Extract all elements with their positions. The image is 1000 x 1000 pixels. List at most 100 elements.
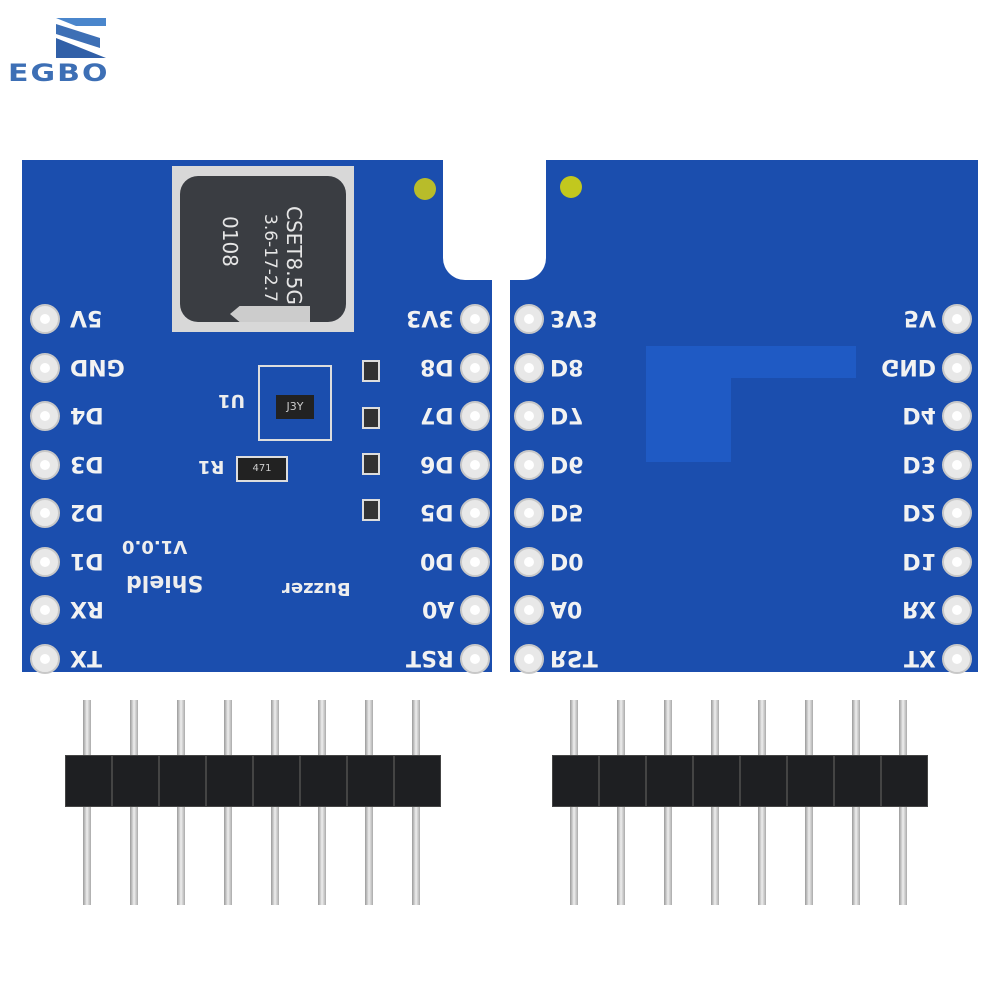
- header-pin-hole: [460, 304, 490, 334]
- pin-label: 5V: [70, 305, 103, 330]
- buzzer-label: Buzzer: [282, 578, 351, 599]
- header-housing: [206, 755, 253, 807]
- header-pin-hole: [30, 401, 60, 431]
- header-pin-hole: [514, 595, 544, 625]
- header-pin-hole: [460, 352, 490, 383]
- header-pin-hole: [514, 643, 544, 674]
- header-pin-hole: [942, 498, 972, 528]
- pin-label: D6: [420, 450, 454, 476]
- header-pin-hole: [514, 401, 544, 431]
- header-pin-hole: [514, 352, 544, 383]
- pin-label: RX: [902, 596, 936, 621]
- logo-mark-icon: [56, 18, 106, 58]
- pin-label: D1: [902, 547, 936, 573]
- pin-label: D2: [902, 499, 936, 524]
- pin-label: A0: [550, 596, 583, 621]
- header-housing: [65, 755, 112, 807]
- pin-label: D3: [70, 450, 104, 476]
- header-pin-hole: [942, 304, 972, 334]
- header-housing: [787, 755, 834, 807]
- pin-label: RST: [550, 644, 598, 670]
- mounting-hole: [414, 178, 436, 200]
- pin-label: 5V: [903, 305, 936, 330]
- u1-label: U1: [218, 390, 246, 411]
- header-pin-hole: [30, 304, 60, 334]
- header-housing: [646, 755, 693, 807]
- pin-label: 3V3: [550, 305, 598, 330]
- board-notch: [443, 160, 497, 280]
- header-pin-hole: [514, 304, 544, 334]
- header-pin-hole: [460, 595, 490, 625]
- buzzer-component: CSET8.5G 3.6-17-2.7 0108: [172, 166, 354, 332]
- pin-label: D3: [902, 450, 936, 476]
- u1-outline: J3Y: [258, 365, 332, 441]
- header-pin-hole: [514, 449, 544, 480]
- header-housing: [740, 755, 787, 807]
- pin-label: GND: [70, 353, 125, 379]
- header-pin-hole: [942, 546, 972, 577]
- solder-jumper: [362, 453, 380, 475]
- header-pin-hole: [942, 401, 972, 431]
- header-housing: [552, 755, 599, 807]
- header-housing: [112, 755, 159, 807]
- header-housing: [300, 755, 347, 807]
- solder-jumper: [362, 499, 380, 521]
- pin-label: D1: [70, 547, 104, 573]
- pin-label: D7: [550, 402, 584, 427]
- header-pin-hole: [514, 498, 544, 528]
- pin-label: D2: [70, 499, 104, 524]
- header-housing: [834, 755, 881, 807]
- pin-label: RX: [70, 596, 104, 621]
- pin-label: D8: [550, 353, 584, 379]
- pin-header-left: [65, 700, 441, 905]
- resistor-r1: 471: [236, 456, 288, 482]
- header-housing: [159, 755, 206, 807]
- header-pin-hole: [942, 449, 972, 480]
- pin-label: D0: [420, 547, 454, 573]
- header-pin-hole: [30, 449, 60, 480]
- header-housing: [693, 755, 740, 807]
- header-housing: [347, 755, 394, 807]
- pin-label: D7: [420, 402, 454, 427]
- header-pin-hole: [460, 643, 490, 674]
- header-pin-hole: [30, 546, 60, 577]
- header-pin-hole: [514, 546, 544, 577]
- buzzer-marking: 0108: [218, 216, 242, 267]
- shield-label: Shield: [126, 570, 204, 595]
- buzzer-shield-back: [510, 160, 978, 672]
- header-housing: [394, 755, 441, 807]
- header-housing: [881, 755, 928, 807]
- solder-jumper: [362, 407, 380, 429]
- pin-label: D6: [550, 450, 584, 476]
- header-pin-hole: [460, 401, 490, 431]
- version-label: V1.0.0: [122, 536, 188, 557]
- header-pin-hole: [460, 546, 490, 577]
- buzzer-marking: CSET8.5G: [282, 206, 306, 305]
- logo-text: EGBO: [8, 59, 110, 88]
- pin-label: D5: [420, 499, 454, 524]
- board-notch: [490, 160, 546, 280]
- pin-label: D4: [70, 402, 104, 427]
- pin-label: RST: [406, 644, 454, 670]
- header-pin-hole: [30, 643, 60, 674]
- header-pin-hole: [30, 498, 60, 528]
- header-pin-hole: [942, 595, 972, 625]
- solder-jumper: [362, 360, 380, 382]
- transistor-chip: J3Y: [276, 395, 314, 419]
- pin-header-right: [552, 700, 928, 905]
- pin-label: D0: [550, 547, 584, 573]
- header-housing: [599, 755, 646, 807]
- pin-label: D8: [420, 353, 454, 379]
- header-pin-hole: [30, 352, 60, 383]
- copper-area: [646, 346, 856, 378]
- header-housing: [253, 755, 300, 807]
- pin-label: TX: [70, 644, 102, 670]
- polarity-arrow-icon: [230, 306, 310, 322]
- header-pin-hole: [460, 498, 490, 528]
- header-pin-hole: [460, 449, 490, 480]
- pin-label: D4: [902, 402, 936, 427]
- pin-label: 3V3: [406, 305, 454, 330]
- pin-label: D5: [550, 499, 584, 524]
- pin-label: GND: [881, 353, 936, 379]
- pin-label: TX: [904, 644, 936, 670]
